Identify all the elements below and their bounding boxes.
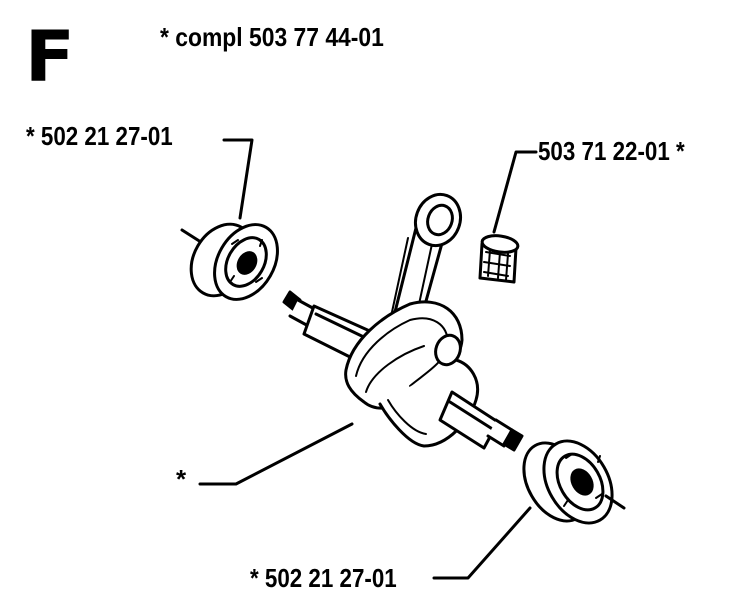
assembly-part-number: * compl 503 77 44-01	[160, 22, 384, 52]
ball-bearing-bottom	[522, 439, 626, 525]
needle-bearing-label: 503 71 22-01 *	[538, 136, 685, 166]
connecting-rod	[391, 192, 463, 332]
section-letter: F	[24, 16, 76, 98]
ball-bearing-top	[189, 222, 279, 301]
leader-bearing-top	[222, 138, 254, 220]
crankshaft-label: *	[176, 464, 187, 494]
leader-needle-bearing	[492, 150, 538, 234]
bearing-bottom-label: * 502 21 27-01	[250, 563, 397, 593]
needle-bearing	[478, 234, 520, 284]
leader-crankshaft	[198, 422, 354, 486]
leader-lines	[198, 138, 538, 580]
bearing-top-label: * 502 21 27-01	[26, 121, 173, 151]
leader-bearing-bottom	[432, 506, 532, 580]
crankshaft-right-journal	[438, 390, 524, 452]
